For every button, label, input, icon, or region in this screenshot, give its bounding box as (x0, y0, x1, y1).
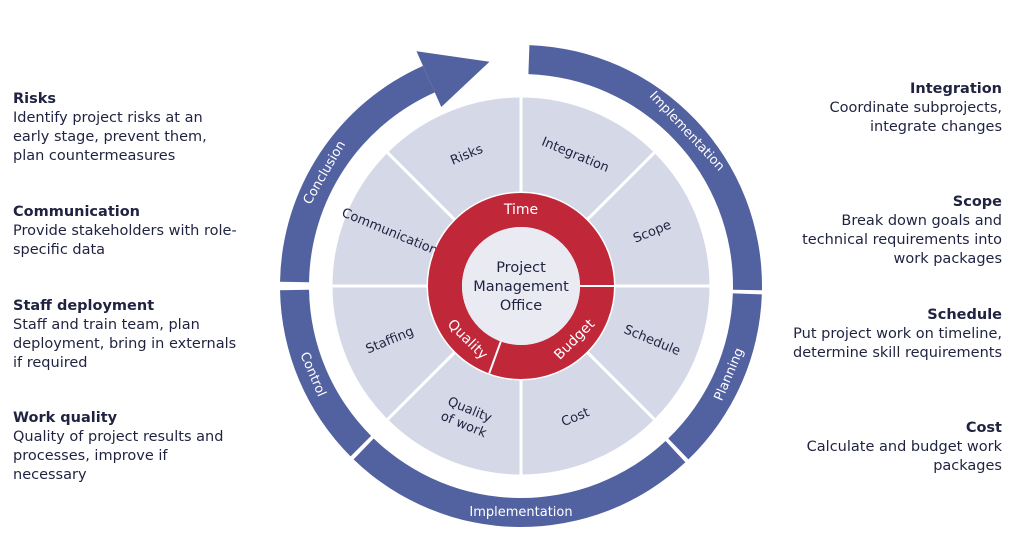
staff-deployment-description: Staff deployment Staff and train team, p… (13, 297, 238, 373)
scope-description: Scope Break down goals and technical req… (777, 193, 1002, 269)
communication-text: Provide stakeholders with role-specific … (13, 223, 237, 258)
integration-description: Integration Coordinate subprojects, inte… (777, 80, 1002, 137)
risks-title: Risks (13, 91, 57, 107)
core-ring-divider-2 (488, 341, 502, 374)
schedule-title: Schedule (927, 307, 1002, 323)
work-quality-description: Work quality Quality of project results … (13, 409, 238, 485)
risks-description: Risks Identify project risks at an early… (13, 90, 238, 166)
cost-text: Calculate and budget work packages (806, 439, 1002, 474)
cost-title: Cost (965, 420, 1002, 436)
communication-description: Communication Provide stakeholders with … (13, 203, 238, 260)
staff-deployment-text: Staff and train team, plan deployment, b… (13, 317, 237, 371)
schedule-text: Put project work on timeline, determine … (793, 326, 1002, 361)
schedule-description: Schedule Put project work on timeline, d… (777, 306, 1002, 363)
risks-text: Identify project risks at an early stage… (13, 110, 207, 164)
outer-ring-arc-implementation (353, 438, 686, 528)
integration-text: Coordinate subprojects, integrate change… (829, 100, 1002, 135)
outer-ring-arc-conclusion (280, 65, 435, 283)
outer-ring-label-implementation: Implementation (469, 505, 572, 520)
outer-ring-arc-implementation (528, 45, 762, 291)
cost-description: Cost Calculate and budget work packages (777, 419, 1002, 476)
core-label-time: Time (503, 202, 538, 218)
scope-text: Break down goals and technical requireme… (802, 213, 1002, 267)
communication-title: Communication (13, 204, 141, 220)
outer-ring-arc-control (280, 289, 372, 457)
integration-title: Integration (910, 81, 1002, 97)
outer-ring-arc-planning (668, 293, 762, 460)
center-circle (462, 227, 580, 345)
scope-title: Scope (952, 194, 1002, 210)
work-quality-text: Quality of project results and processes… (13, 429, 224, 483)
conclusion-arrow-head (416, 51, 490, 107)
staff-deployment-title: Staff deployment (13, 298, 155, 314)
work-quality-title: Work quality (13, 410, 118, 426)
